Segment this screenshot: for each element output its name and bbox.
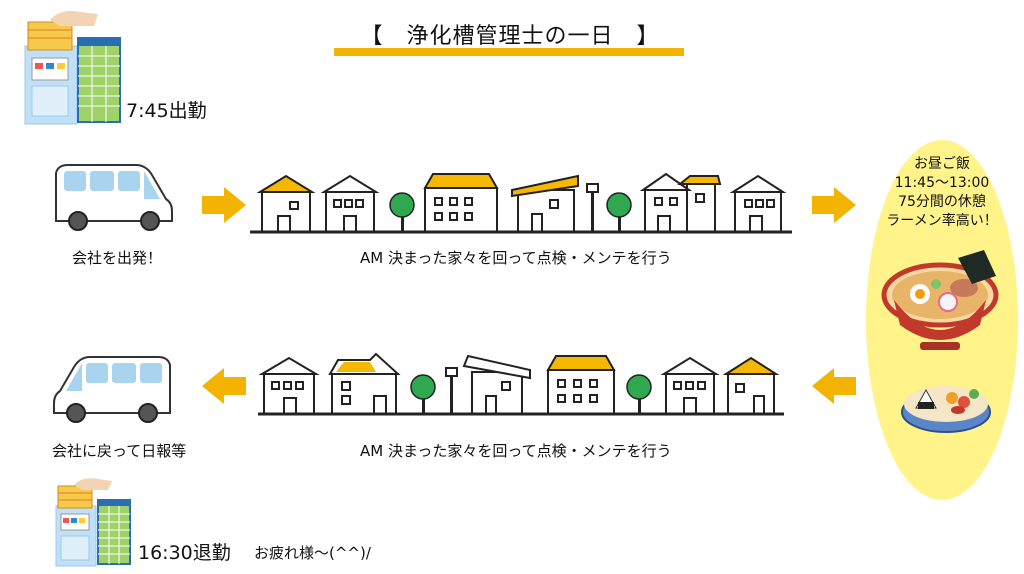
lunch-line4: ラーメン率高い！	[886, 213, 998, 229]
start-time: 7:45出勤	[126, 100, 207, 122]
title-underline	[334, 48, 684, 56]
houses-row	[250, 172, 792, 234]
van-icon	[53, 356, 171, 423]
lunch-line1: お昼ご飯	[914, 156, 970, 172]
houses-row	[258, 352, 784, 416]
timecard-machine-icon	[55, 478, 131, 567]
return-label: 会社に戻って日報等	[52, 442, 187, 460]
lunch-text: お昼ご飯 11:45〜13:00 75分間の休憩 ラーメン率高い！	[866, 155, 1018, 231]
bento-box-icon	[901, 386, 991, 433]
farewell-note: お疲れ様〜(^^)/	[254, 544, 371, 562]
page-title: 【 浄化槽管理士の一日 】	[360, 24, 660, 49]
arrow-left-icon	[812, 368, 856, 404]
arrow-right-icon	[202, 187, 246, 223]
ramen-bowl-icon	[881, 250, 999, 350]
arrow-left-icon	[202, 368, 246, 404]
lunch-line3: 75分間の休憩	[898, 194, 986, 210]
end-time: 16:30退勤	[138, 542, 231, 564]
am-top-label: AM 決まった家々を回って点検・メンテを行う	[360, 249, 672, 267]
depart-label: 会社を出発！	[72, 249, 163, 267]
arrow-right-icon	[812, 187, 856, 223]
van-icon	[55, 164, 173, 231]
timecard-machine-icon	[24, 11, 121, 125]
am-bottom-label: AM 決まった家々を回って点検・メンテを行う	[360, 442, 672, 460]
lunch-line2: 11:45〜13:00	[894, 175, 990, 191]
